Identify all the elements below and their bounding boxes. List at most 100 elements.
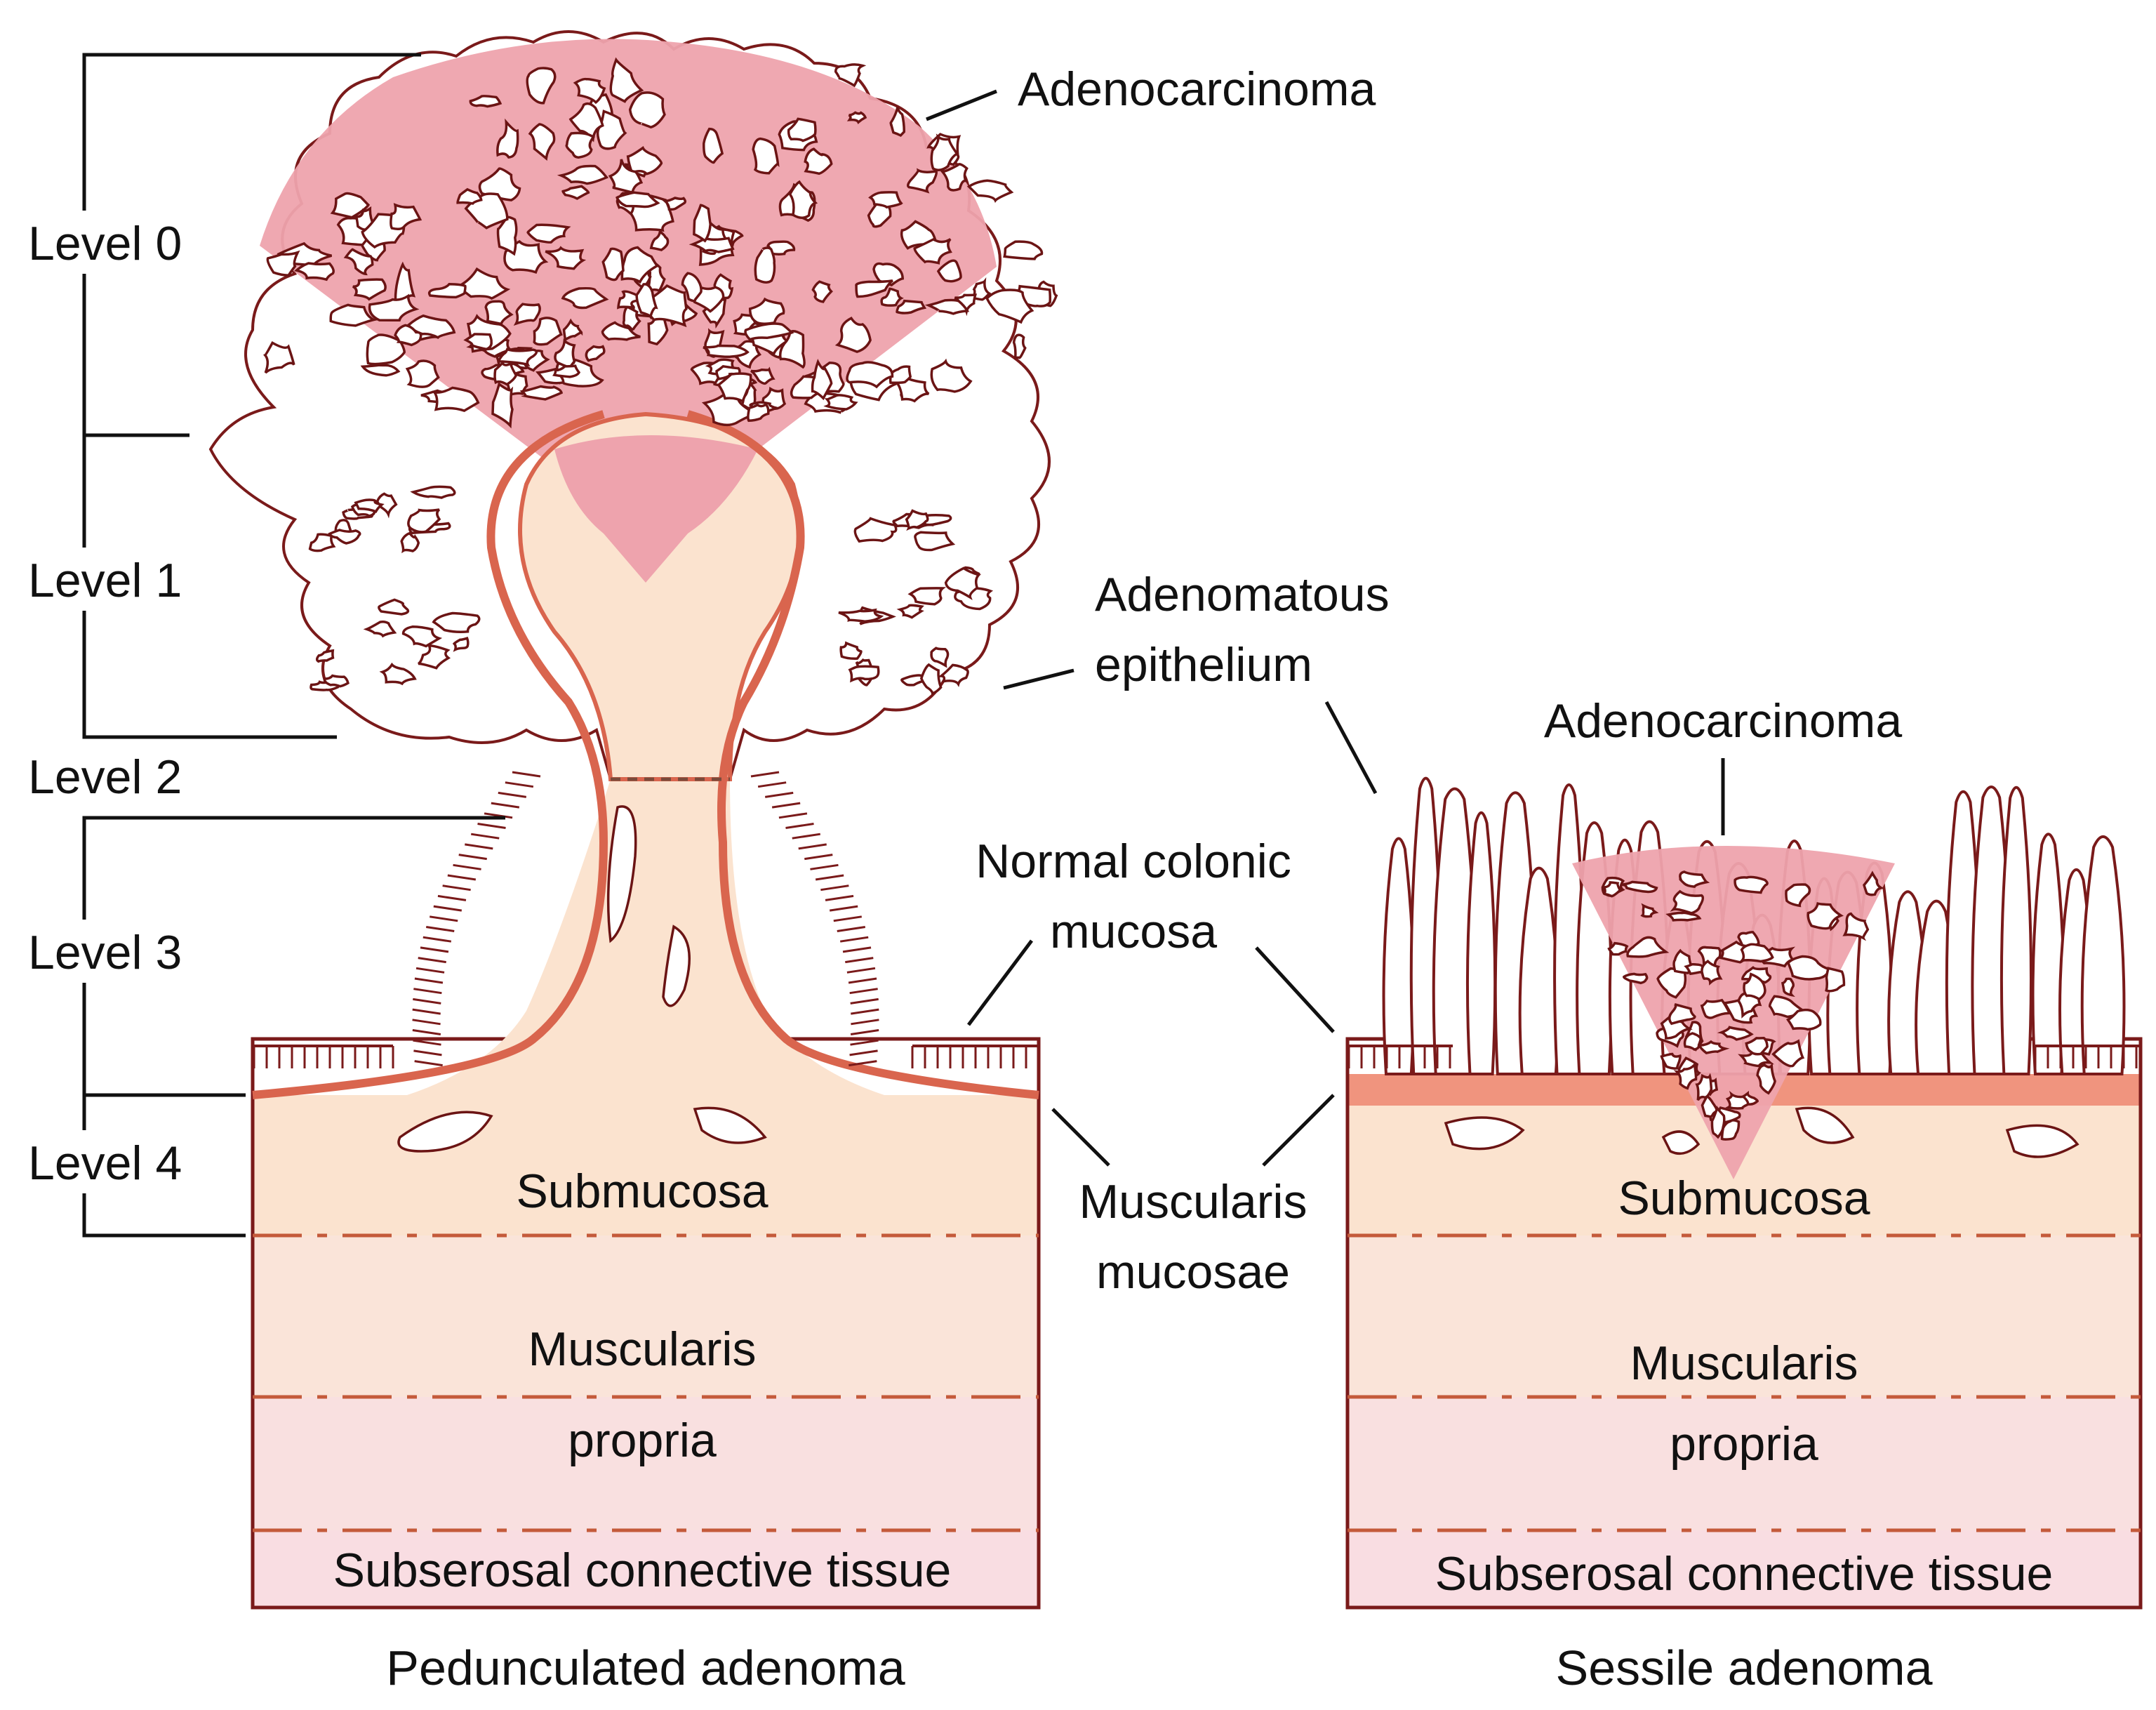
ses-gland <box>1665 911 1702 922</box>
stalk-crypt-left <box>426 926 455 932</box>
ped-gland <box>266 250 300 277</box>
ses-submucosa-gland <box>1795 1106 1855 1144</box>
ses-submucosa-gland <box>1444 1116 1525 1151</box>
ped-gland <box>496 216 518 256</box>
ped-gland <box>717 372 752 404</box>
ped-gland <box>491 382 514 429</box>
level-2-label: Level 2 <box>28 750 182 804</box>
ses-gland <box>1745 1037 1769 1056</box>
ses-gland <box>1806 902 1844 930</box>
ped-gland <box>811 280 833 303</box>
ses-adenocarcinoma-label: Adenocarcinoma <box>1544 694 1902 748</box>
ped-gland <box>452 637 470 652</box>
stalk-crypt-right <box>849 1049 878 1056</box>
ped-gland <box>896 299 927 314</box>
ses-crypt-fringe <box>1348 1045 2139 1068</box>
ses-gland <box>1700 998 1732 1019</box>
ped-subserosa-layer <box>253 1530 1039 1608</box>
ped-gland <box>405 359 440 388</box>
ped-gland <box>703 127 724 164</box>
ped-gland <box>545 246 587 270</box>
ped-gland <box>620 246 660 284</box>
muscularis-mucosae-right-leader <box>1262 1094 1335 1167</box>
ped-gland <box>750 366 776 385</box>
muscularis-mucosae-label-line1: Muscularis <box>1079 1175 1307 1228</box>
ped-gland <box>379 662 417 686</box>
ses-gland <box>1771 1039 1805 1068</box>
ped-gland <box>561 185 590 200</box>
stalk-crypt-left <box>414 1060 443 1067</box>
ped-submucosa-layer <box>253 1095 1039 1235</box>
stalk-crypt-right <box>798 843 827 850</box>
ped-gland <box>823 394 858 411</box>
level-1-label: Level 1 <box>28 554 182 607</box>
ped-gland <box>329 303 378 327</box>
ses-gland <box>1781 977 1795 998</box>
villous-frond <box>2080 835 2126 1075</box>
stalk-crypt-right <box>757 781 787 788</box>
stalk-crypt-left <box>418 957 446 964</box>
ped-gland <box>939 163 969 192</box>
ped-gland <box>394 324 422 347</box>
ped-gland <box>363 620 397 638</box>
muscularis-mucosae-left-leader <box>1051 1108 1110 1167</box>
stalk-crypt-right <box>849 988 878 995</box>
ped-gland <box>853 517 898 543</box>
ped-gland <box>615 191 660 208</box>
ped-gland <box>626 145 663 175</box>
pedunculated-adenoma <box>208 30 1058 1610</box>
stalk-crypt-left <box>505 781 534 788</box>
epithelium-label-line2: epithelium <box>1095 638 1312 691</box>
level-4-label-bg <box>21 1130 211 1193</box>
ses-gland <box>1743 972 1766 1001</box>
ped-gland <box>368 293 420 322</box>
stalk-crypt-right <box>850 1039 879 1046</box>
ses-gland <box>1863 870 1885 896</box>
stalk-crypt-right <box>771 802 801 809</box>
ped-gland <box>513 303 541 326</box>
ped-gland <box>323 674 350 688</box>
ped-gland <box>811 359 833 401</box>
ped-propria-label: propria <box>568 1414 717 1467</box>
ses-gland <box>1825 967 1846 993</box>
stalk-crypt-right <box>842 946 872 953</box>
ped-gland <box>971 277 992 301</box>
ped-gland <box>528 123 556 161</box>
level-3-label-bg <box>21 920 211 983</box>
ped-gland <box>855 279 893 298</box>
ses-subserosa-label: Subserosal connective tissue <box>1435 1547 2054 1600</box>
stalk-crypt-right <box>778 812 808 819</box>
stalk-crypt-right <box>851 1019 879 1026</box>
ped-gland <box>868 191 903 209</box>
ses-caption: Sessile adenoma <box>1556 1641 1933 1695</box>
ped-gland <box>744 322 794 341</box>
ses-gland <box>1701 960 1723 986</box>
ses-gland <box>1738 943 1774 963</box>
ped-gland <box>456 187 483 205</box>
ses-gland <box>1725 1090 1750 1110</box>
ped-gland <box>390 203 422 231</box>
level-0-label: Level 0 <box>28 217 182 270</box>
ped-gland <box>919 663 943 696</box>
ses-submucosa-gland <box>1661 1130 1701 1155</box>
ped-gland <box>966 179 1014 204</box>
stalk-crypt-left <box>453 863 481 870</box>
ped-gland <box>561 286 609 310</box>
normal-mucosa-right-leader <box>1255 946 1335 1033</box>
ses-gland <box>1710 1106 1726 1139</box>
stalk-crypt-left <box>512 771 541 778</box>
ped-gland <box>565 131 595 159</box>
stalk-crypt-left <box>498 791 527 798</box>
ses-submucosa-label: Submucosa <box>1618 1172 1870 1225</box>
ped-stalk <box>407 779 884 1095</box>
ped-gland <box>688 237 735 253</box>
muscularis-mucosae-label-line2: mucosae <box>1096 1245 1290 1299</box>
ped-gland <box>609 57 644 103</box>
stalk-crypt-left <box>471 833 500 840</box>
ped-subserosa-label: Subserosal connective tissue <box>333 1544 952 1597</box>
ped-gland <box>905 509 929 531</box>
ped-gland <box>493 360 518 386</box>
ped-gland <box>848 665 880 683</box>
level-bracket-lower <box>82 816 505 1238</box>
